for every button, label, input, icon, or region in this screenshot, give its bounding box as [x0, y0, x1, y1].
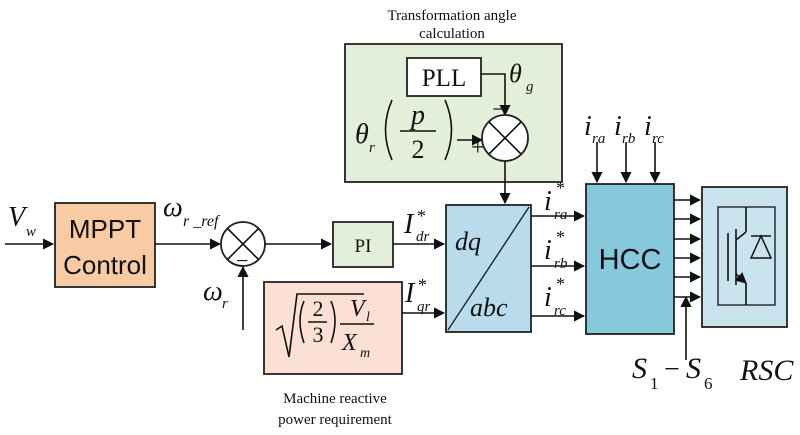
reactive-power-block: [263, 281, 403, 375]
reactive-caption-line2: power requirement: [278, 412, 393, 428]
theta-g-subscript: g: [526, 79, 534, 95]
irc-measured-symbol: i: [644, 111, 652, 142]
idr-star: *: [417, 206, 426, 226]
vw-subscript: w: [26, 224, 36, 240]
angle-junction-plus: +: [471, 135, 485, 161]
irc-ref-symbol: i: [544, 282, 552, 313]
vl-subscript: l: [366, 310, 370, 325]
s6-subscript: 6: [704, 374, 713, 393]
pi-controller-block: [332, 221, 394, 268]
vw-symbol: V: [8, 202, 28, 233]
omega-r-subscript: r: [222, 296, 228, 312]
pll-output-line: [481, 73, 511, 117]
xm-symbol: X: [341, 330, 358, 356]
irb-measured-symbol: i: [614, 111, 622, 142]
theta-r-symbol: θ: [355, 119, 369, 150]
reactive-formula: [275, 293, 374, 358]
omega-r-symbol: ω: [203, 276, 223, 307]
pll-label: PLL: [422, 65, 466, 92]
omega-ref-symbol: ω: [163, 192, 183, 223]
ira-measured-subscript: ra: [592, 131, 605, 147]
rsc-converter-block: [701, 186, 788, 328]
rsc-label: RSC: [739, 354, 794, 387]
mppt-label-line2: Control: [63, 250, 147, 280]
irb-ref-symbol: i: [544, 235, 552, 266]
theta-r-subscript: r: [369, 140, 375, 156]
iqr-symbol: I: [404, 278, 416, 309]
p2-right-paren: [444, 99, 453, 161]
s-dash: −: [664, 354, 680, 385]
frac-two: 2: [313, 296, 324, 321]
ira-ref-subscript: ra: [554, 207, 567, 223]
iqr-star: *: [418, 275, 427, 295]
pll-block: [406, 57, 482, 97]
s6-symbol: S: [686, 352, 701, 385]
frac-three: 3: [313, 322, 324, 347]
mppt-label-line1: MPPT: [69, 214, 141, 244]
ira-ref-star: *: [556, 178, 565, 198]
angle-sum-junction: [481, 114, 529, 162]
dq-label: dq: [455, 227, 481, 256]
hcc-block: [585, 183, 675, 335]
irb-ref-star: *: [556, 227, 565, 247]
iqr-subscript: qr: [417, 299, 431, 315]
abc-label: abc: [470, 293, 508, 322]
reactive-caption-line1: Machine reactive: [283, 391, 387, 407]
angle-caption-line1: Transformation angle: [387, 8, 516, 24]
irb-ref-subscript: rb: [554, 256, 568, 272]
theta-g-symbol: θ: [509, 59, 522, 88]
igbt-diode-symbol: [717, 206, 776, 306]
idr-subscript: dr: [416, 229, 430, 245]
two-denominator: 2: [412, 135, 425, 164]
irc-ref-star: *: [556, 274, 565, 294]
hcc-label: HCC: [599, 244, 662, 276]
irc-ref-subscript: rc: [554, 303, 566, 319]
s1-symbol: S: [632, 352, 647, 385]
ira-measured-symbol: i: [584, 111, 592, 142]
s1-subscript: 1: [650, 374, 659, 393]
irc-measured-subscript: rc: [652, 131, 664, 147]
omega-ref-subscript: r _ref: [183, 213, 221, 230]
p2-left-paren: [384, 99, 393, 161]
xm-subscript: m: [360, 346, 370, 361]
pi-label: PI: [355, 236, 372, 257]
ira-ref-symbol: i: [544, 186, 552, 217]
dq-abc-diagonal: [447, 206, 530, 331]
p-numerator: p: [409, 100, 425, 131]
irb-measured-subscript: rb: [622, 131, 636, 147]
mppt-control-block: [54, 202, 156, 288]
angle-caption-line2: calculation: [419, 26, 485, 42]
idr-symbol: I: [403, 209, 415, 240]
vl-symbol: V: [350, 296, 367, 322]
